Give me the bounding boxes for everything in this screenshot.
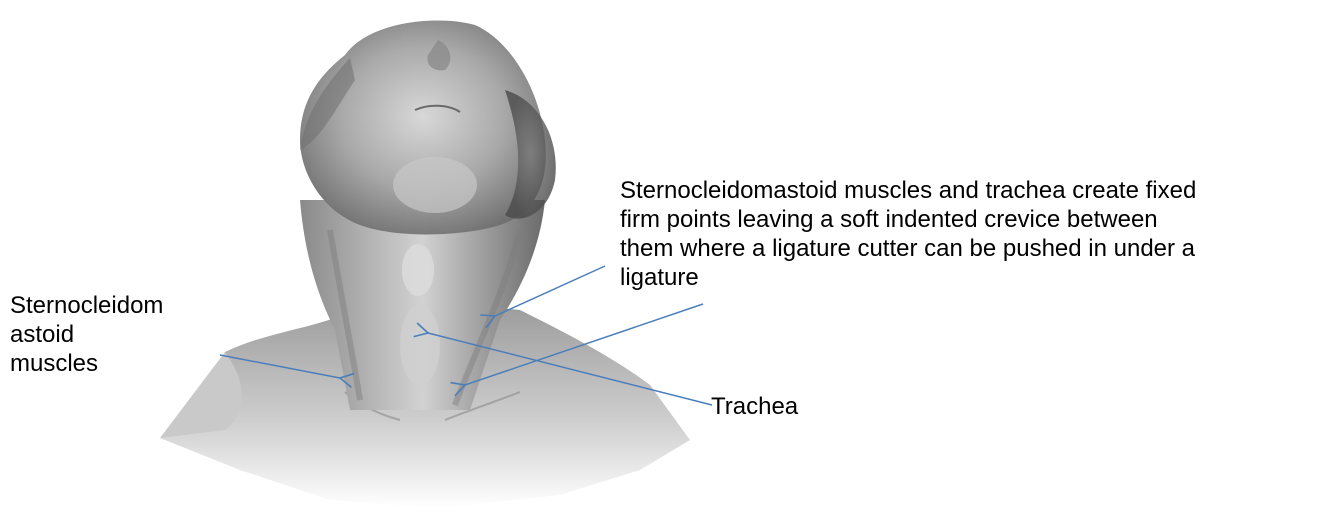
- head: [300, 20, 556, 234]
- label-line: astoid: [10, 320, 163, 349]
- firm-points-caption: Sternocleidomastoid muscles and trachea …: [620, 176, 1196, 292]
- caption-line: them where a ligature cutter can be push…: [620, 234, 1196, 263]
- scm-muscles-label: Sternocleidom astoid muscles: [10, 291, 163, 378]
- caption-line: firm points leaving a soft indented crev…: [620, 205, 1196, 234]
- label-line: muscles: [10, 349, 163, 378]
- caption-line: Sternocleidomastoid muscles and trachea …: [620, 176, 1196, 205]
- caption-line: ligature: [620, 263, 1196, 292]
- label-line: Sternocleidom: [10, 291, 163, 320]
- trachea-label: Trachea: [711, 392, 798, 421]
